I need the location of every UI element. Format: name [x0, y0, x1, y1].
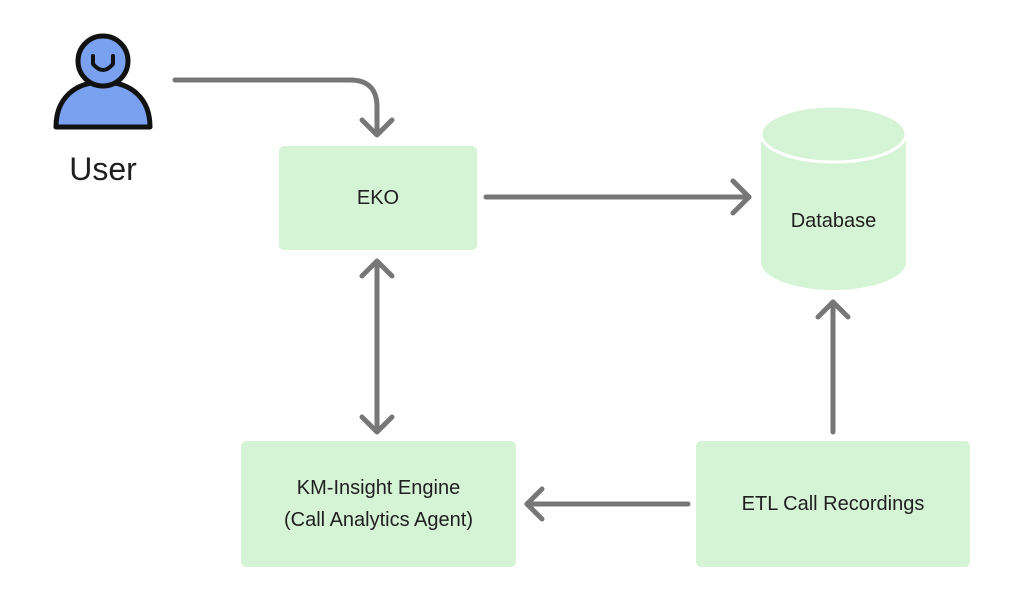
- km-insight-engine-node: KM-Insight Engine (Call Analytics Agent): [241, 441, 516, 567]
- arrow-eko-to-database: [483, 178, 752, 216]
- arrow-user-to-eko: [172, 77, 395, 138]
- user-label: User: [69, 151, 137, 187]
- eko-node: EKO: [279, 146, 477, 250]
- etl-call-recordings-node: ETL Call Recordings: [696, 441, 970, 567]
- arrow-etl-to-km: [524, 486, 691, 522]
- km-insight-engine-label: KM-Insight Engine (Call Analytics Agent): [284, 477, 473, 531]
- arrow-etl-to-database: [815, 299, 851, 435]
- user-icon: [53, 33, 153, 130]
- etl-call-recordings-label: ETL Call Recordings: [741, 493, 925, 515]
- database-cylinder: [759, 104, 908, 290]
- eko-label: EKO: [356, 187, 400, 209]
- arrow-eko-km-bidirectional: [359, 258, 395, 435]
- database-label: Database: [790, 210, 877, 232]
